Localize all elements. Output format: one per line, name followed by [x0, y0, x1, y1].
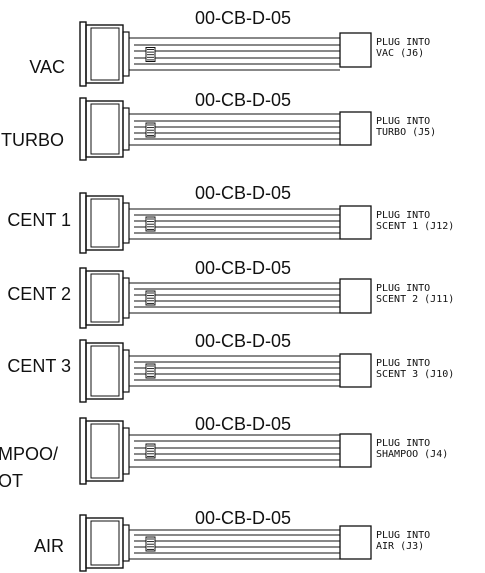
plug-instruction-text: PLUG INTO — [376, 530, 430, 541]
plug-instruction-text: PLUG INTO — [376, 210, 430, 221]
connector-housing — [79, 267, 130, 329]
device-label: AIR — [34, 536, 64, 556]
wire-bundle — [129, 529, 340, 560]
part-number-label: 00-CB-D-05 — [195, 508, 291, 528]
plug-instruction-text: PLUG INTO — [376, 116, 430, 127]
device-label: CENT 2 — [7, 284, 71, 304]
wire-bundle — [129, 37, 340, 71]
wire-bundle — [129, 355, 340, 387]
plug-connector — [339, 353, 372, 388]
part-number-label: 00-CB-D-05 — [195, 90, 291, 110]
connector-housing — [79, 97, 130, 161]
plug-instruction-text: SCENT 2 (J11) — [376, 294, 454, 305]
device-label: VAC — [29, 57, 65, 77]
plug-instruction-text: VAC (J6) — [376, 48, 424, 59]
wire-bundle — [129, 282, 340, 314]
wire-bundle — [129, 113, 340, 146]
connector-housing — [79, 339, 130, 403]
device-label: TURBO — [1, 130, 64, 150]
part-number-label: 00-CB-D-05 — [195, 183, 291, 203]
plug-connector — [339, 205, 372, 240]
connector-housing — [79, 514, 130, 572]
crimp-terminal — [145, 290, 156, 306]
wire-bundle — [129, 208, 340, 240]
plug-instruction-text: SCENT 1 (J12) — [376, 221, 454, 232]
plug-instruction-text: SHAMPOO (J4) — [376, 449, 448, 460]
connector-housing — [79, 417, 130, 485]
plug-instruction-text: PLUG INTO — [376, 283, 430, 294]
crimp-terminal — [145, 443, 156, 459]
connector-housing — [79, 192, 130, 254]
wire-bundle — [129, 434, 340, 468]
crimp-terminal — [145, 216, 156, 232]
plug-connector — [339, 111, 372, 146]
crimp-terminal — [145, 363, 156, 379]
device-label: MPOO/ — [0, 444, 58, 464]
plug-instruction-text: PLUG INTO — [376, 438, 430, 449]
plug-instruction-text: SCENT 3 (J10) — [376, 369, 454, 380]
plug-connector — [339, 433, 372, 468]
crimp-terminal — [145, 536, 156, 552]
device-label: OT — [0, 471, 23, 491]
plug-instruction-text: PLUG INTO — [376, 37, 430, 48]
part-number-label: 00-CB-D-05 — [195, 331, 291, 351]
plug-connector — [339, 32, 372, 68]
plug-instruction-text: PLUG INTO — [376, 358, 430, 369]
device-label: CENT 1 — [7, 210, 71, 230]
device-label: CENT 3 — [7, 356, 71, 376]
part-number-label: 00-CB-D-05 — [195, 414, 291, 434]
plug-instruction-text: AIR (J3) — [376, 541, 424, 552]
crimp-terminal — [145, 122, 156, 138]
plug-instruction-text: TURBO (J5) — [376, 127, 436, 138]
crimp-terminal — [145, 47, 156, 62]
part-number-label: 00-CB-D-05 — [195, 258, 291, 278]
plug-connector — [339, 525, 372, 560]
connector-housing — [79, 21, 130, 87]
plug-connector — [339, 278, 372, 314]
part-number-label: 00-CB-D-05 — [195, 8, 291, 28]
